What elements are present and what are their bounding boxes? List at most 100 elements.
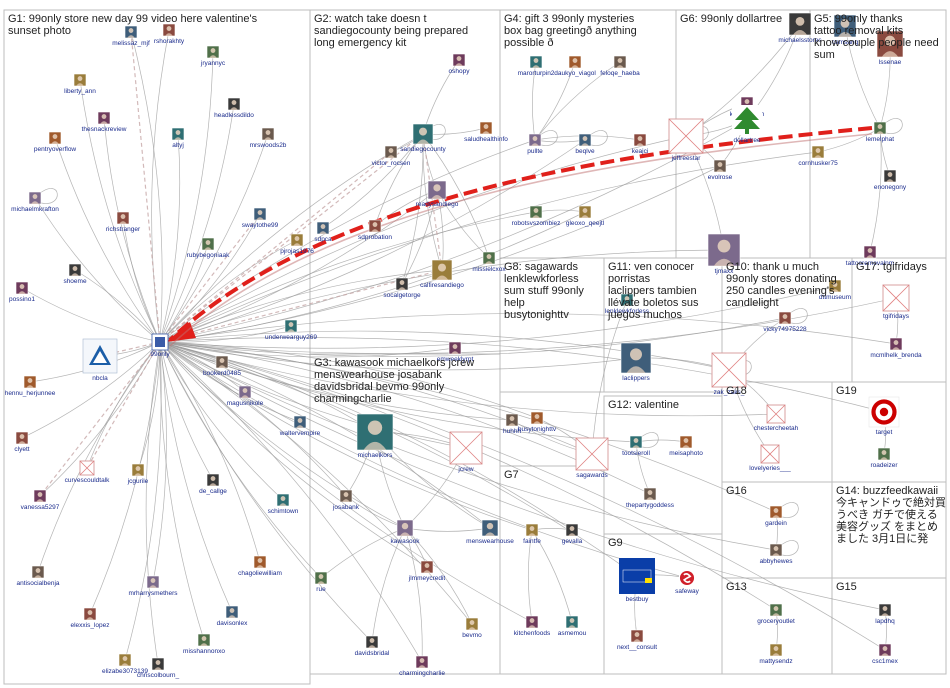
node-bookerd0485[interactable]: bookerd0485 [203, 355, 241, 377]
node-jeffreestar[interactable]: jeffreestar [668, 118, 704, 162]
node-josabank[interactable]: josabank [332, 489, 360, 511]
node-jlmmeycredit[interactable]: jlmmeycredit [408, 560, 446, 582]
node-cornhusker75[interactable]: cornhusker75 [798, 145, 838, 167]
node-sdpca[interactable]: sdpca [314, 221, 332, 243]
node-de-callge[interactable]: de_callge [199, 473, 227, 495]
node-chagoliewilliam[interactable]: chagoliewilliam [238, 555, 282, 577]
node-waltervempire[interactable]: waltervempire [279, 415, 321, 437]
node-zak-zaks-[interactable]: zak_zaks_ [711, 352, 747, 396]
node-dttmuseum[interactable]: dttmuseum [819, 279, 851, 301]
node-shoeme[interactable]: shoeme [63, 263, 87, 285]
node-victor-rocsen[interactable]: victor_rocsen [372, 145, 411, 167]
node-keajci[interactable]: keajci [632, 133, 649, 155]
node-missielcxox[interactable]: missielcxox [472, 251, 506, 273]
node-underwearguy269[interactable]: underwearguy269 [265, 319, 317, 341]
node-davidsbridal[interactable]: davidsbridal [355, 635, 390, 657]
node-richstranger[interactable]: richstranger [106, 211, 141, 233]
node-lemelphat[interactable]: lemelphat [866, 121, 894, 143]
node-tootsieroll[interactable]: tootsieroll [622, 435, 650, 457]
node-feloqe-haeba[interactable]: feloqe_haeba [600, 55, 640, 77]
node-enonegony[interactable]: enonegony [874, 169, 907, 191]
node-magusnikole[interactable]: magusnikole [227, 385, 264, 407]
node-charmingcharlie[interactable]: charmingcharlie [399, 655, 445, 677]
node-schimtown[interactable]: schimtown [268, 493, 299, 515]
node-faintfe[interactable]: faintfe [523, 523, 541, 545]
node-huhhh[interactable]: huhhh [503, 413, 521, 435]
node-bestbuy[interactable]: bestbuy [619, 558, 655, 603]
node-gardein[interactable]: gardein [765, 505, 787, 527]
node-thesnackreview[interactable]: thesnackreview [82, 111, 127, 133]
node-headlessdildo[interactable]: headlessdildo [214, 97, 254, 119]
node-altyj[interactable]: altyj [171, 127, 185, 149]
node-gleoxo-qeejtl[interactable]: gleoxo_qeejtl [566, 205, 605, 227]
node-rshorakhty[interactable]: rshorakhty [154, 23, 185, 45]
node-sdprobation[interactable]: sdprobation [358, 219, 392, 241]
node-lovelyeries[interactable]: lovelyeries___ [749, 444, 791, 472]
node-menswearhouse[interactable]: menswearhouse [466, 519, 514, 545]
node-tattooremovalnm[interactable]: tattooremovalnm [846, 245, 894, 267]
node-kawasook[interactable]: kawasook [391, 519, 421, 545]
node-roadeizer[interactable]: roadeizer [870, 447, 898, 469]
node-curvescouldtalk[interactable]: curvescouldtalk [65, 460, 111, 484]
node-socalgetorge[interactable]: socalgetorge [383, 277, 421, 299]
node-busytonighttv[interactable]: busytonighttv [518, 411, 557, 433]
node-next--consult[interactable]: next__consult [617, 629, 657, 651]
node-sandiegocounty[interactable]: sandiegocounty [400, 123, 447, 153]
node-rue[interactable]: rue [314, 571, 328, 593]
node-abbyhewes[interactable]: abbyhewes [760, 543, 794, 565]
node-hennu-herjunnee[interactable]: hennu_herjunnee [5, 375, 56, 397]
node-csc1mex[interactable]: csc1mex [872, 643, 899, 665]
node-jcrew[interactable]: jcrew [449, 431, 483, 473]
node-asmemou[interactable]: asmemou [558, 615, 587, 637]
node-gevalla[interactable]: gevalla [562, 523, 583, 545]
node-oshopy[interactable]: oshopy [449, 53, 471, 75]
node-clyett[interactable]: clyett [14, 431, 30, 453]
node-chestercheetah[interactable]: chestercheetah [754, 404, 799, 432]
node-nbcla[interactable]: nbcla [82, 338, 118, 382]
node-calfiresandiego[interactable]: calfiresandiego [420, 259, 464, 289]
node-tjmaxx[interactable]: tjmaxx [707, 233, 741, 275]
node-evolrose[interactable]: evolrose [708, 159, 733, 181]
node-melissaz-mjf[interactable]: melissaz_mjf [112, 25, 150, 47]
node-chriscolbourn-[interactable]: chriscolbourn_ [137, 657, 180, 679]
node-saludhealthinfo[interactable]: saludhealthinfo [464, 121, 508, 143]
node-beqlve[interactable]: beqlve [575, 133, 595, 155]
node-rubybegoniaak[interactable]: rubybegoniaak [187, 237, 230, 259]
node-vanessa5297[interactable]: vanessa5297 [21, 489, 60, 511]
node-swaytothe99[interactable]: swaytothe99 [242, 207, 279, 229]
node-99only[interactable]: 99only [150, 333, 170, 358]
node-laclippers[interactable]: laclippers [620, 342, 652, 382]
node-marorturpin2[interactable]: marorturpin2 [518, 55, 555, 77]
node-thepartygoddess[interactable]: thepartygoddess [626, 487, 675, 509]
node-michaelmkrafton[interactable]: michaelmkrafton [11, 191, 59, 213]
node-tgifridays[interactable]: tgifridays [882, 284, 910, 320]
node-mrharrysmethers[interactable]: mrharrysmethers [128, 575, 178, 597]
node-safeway[interactable]: safeway [675, 570, 700, 595]
node-kitchenfoods[interactable]: kitchenfoods [514, 615, 551, 637]
node-elizabe3073139[interactable]: elizabe3073139 [102, 653, 148, 675]
node-readysandiego[interactable]: readysandiego [416, 180, 459, 208]
node-robotsvszombiez[interactable]: robotsvszombiez [512, 205, 561, 227]
node-liberty-ann[interactable]: liberty_ann [64, 73, 96, 95]
node-davisonlex[interactable]: davisonlex [217, 605, 248, 627]
node-mrswoods2b[interactable]: mrswoods2b [250, 127, 287, 149]
node-jcgurile[interactable]: jcgurile [127, 463, 149, 485]
node-lapdhq[interactable]: lapdhq [875, 603, 895, 625]
node-misshannonxo[interactable]: misshannonxo [183, 633, 225, 655]
node-mattysendz[interactable]: mattysendz [759, 643, 793, 665]
node-groceryoutlet[interactable]: groceryoutlet [757, 603, 795, 625]
node-dollartree[interactable]: dollartree [732, 105, 762, 144]
node-lenklewkforless[interactable]: lenklewkforless [605, 293, 650, 315]
node-mcmlhelk-brenda[interactable]: mcmlhelk_brenda [870, 337, 922, 359]
node-bevmo[interactable]: bevmo [462, 617, 482, 639]
node-jryannyc[interactable]: jryannyc [200, 45, 226, 67]
node-antisocialbenja[interactable]: antisocialbenja [16, 565, 60, 587]
node-daukyo-viagol[interactable]: daukyo_viagol [554, 55, 596, 77]
node-vicky74975228[interactable]: vicky74975228 [763, 311, 807, 333]
node-emweeklyrpt[interactable]: emweeklyrpt [437, 341, 474, 363]
node-lssenae[interactable]: lssenae [876, 30, 904, 66]
node-target[interactable]: target [868, 396, 900, 436]
node-pullte[interactable]: pullte [527, 133, 543, 155]
node-pentryoverflow[interactable]: pentryoverflow [34, 131, 77, 153]
node-michaelkors[interactable]: michaelkors [356, 413, 394, 459]
